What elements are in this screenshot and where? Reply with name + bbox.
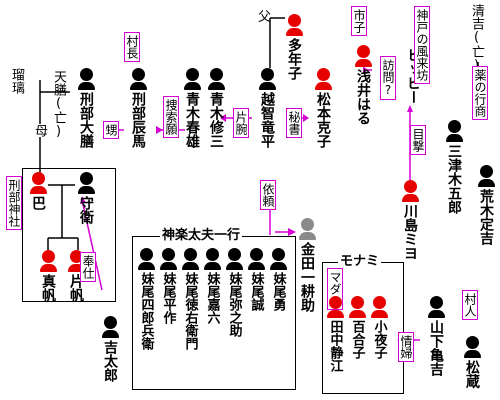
tag-oi: 甥 <box>103 121 119 139</box>
tag-gyobu-jinja: 刑部神社 <box>6 176 22 230</box>
person-aoki-shuzo: 青木修三 <box>206 68 226 148</box>
person-ochi-ryuhei: 越智竜平 <box>257 68 277 148</box>
person-kawashima-miyo: 川島ミヨ <box>400 180 420 260</box>
person-kindaichi: 金田一耕助 <box>297 218 317 312</box>
person-matsumoto-katsuko: 松本克子 <box>313 68 333 148</box>
person-kichitaro: 吉太郎 <box>100 316 120 382</box>
person-gyobu-tatsuma: 刑部辰馬 <box>128 68 148 148</box>
person-imao-yu: 妹尾勇 <box>268 248 288 311</box>
tag-hisho: 秘書 <box>286 108 302 138</box>
tag-murabito: 村人 <box>462 290 478 320</box>
person-matsuzo: 松蔵 <box>462 336 482 388</box>
tenzen-name: 天膳(亡) <box>51 70 66 139</box>
tag-irai: 依頼 <box>260 180 276 210</box>
person-mitsugi-goro: 三津木五郎 <box>444 120 464 214</box>
tag-ichiko: 市子 <box>351 6 367 36</box>
tag-katawan: 片腕 <box>233 108 249 138</box>
tag-mokugeki: 目撃 <box>410 125 426 155</box>
monami-title: モナミ <box>338 254 382 269</box>
person-yamashita-kikichi: 山下亀吉 <box>426 296 446 376</box>
person-aoki-haruo: 青木春雄 <box>182 68 202 148</box>
ruri-label: 瑠璃 <box>9 68 24 94</box>
father-label: 父 <box>258 10 272 25</box>
tag-sagashi-negai: 捜索願 <box>163 96 179 138</box>
person-imao-yanosuke: 妹尾弥之助 <box>224 248 244 337</box>
person-araki-sadakichi: 荒木定吉 <box>476 165 496 245</box>
person-imao-makoto: 妹尾誠 <box>246 248 266 311</box>
person-tomoe: 巴 <box>28 172 48 210</box>
person-asai-haru: 浅井はる <box>353 45 373 125</box>
person-maho: 真帆 <box>38 250 58 302</box>
person-tanaka-shizue: 田中静江 <box>325 296 345 372</box>
person-mamoru: 守衛 <box>76 172 96 224</box>
person-imao-kaoroku: 妹尾嘉六 <box>202 248 222 324</box>
kiyokichi-label: 清吉(亡) <box>469 4 484 73</box>
mother-label: 母 <box>32 124 47 137</box>
person-imao-heisaku: 妹尾平作 <box>158 248 178 324</box>
tag-kusuri-gyosho: 薬の行商 <box>472 66 488 120</box>
tag-homon: 訪問? <box>380 56 396 100</box>
gyobu-family-box <box>22 168 116 302</box>
tag-hoshi: 奉仕 <box>80 252 96 282</box>
tag-jofu: 情婦 <box>398 332 414 362</box>
person-tago: 多年子 <box>284 14 304 80</box>
kagura-group-title: 神楽太夫一行 <box>160 228 243 243</box>
person-imao-tokuemon: 妹尾徳右衛門 <box>180 248 200 350</box>
person-gyobu-daizen: 刑部大膳 <box>76 68 96 148</box>
tag-kobe-furaibo: 神戸の風来坊 <box>414 6 430 84</box>
person-imao-shirobei: 妹尾四郎兵衛 <box>136 248 156 350</box>
person-sayoko: 小夜子 <box>369 296 389 359</box>
person-yuriko: 百合子 <box>347 296 367 359</box>
tag-muraosa: 村長 <box>124 32 140 62</box>
